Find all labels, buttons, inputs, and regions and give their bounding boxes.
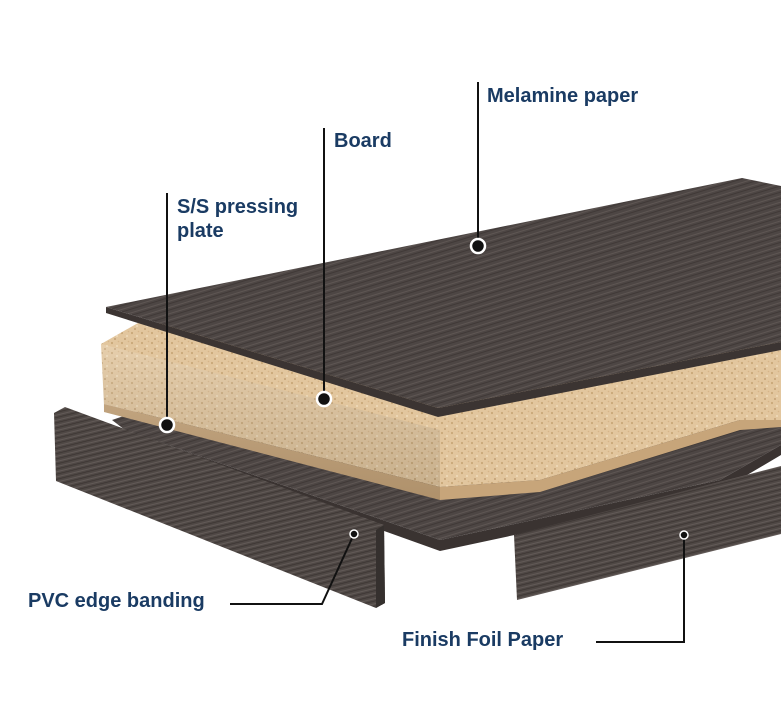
marker-foil bbox=[679, 530, 689, 540]
label-finish-foil-paper: Finish Foil Paper bbox=[402, 629, 564, 651]
marker-board bbox=[315, 390, 333, 408]
melamine-paper-layer bbox=[106, 178, 781, 417]
finish-foil-strip bbox=[514, 466, 781, 600]
marker-pressing bbox=[158, 416, 176, 434]
label-board: Board bbox=[334, 130, 392, 152]
pvc-edge-banding-strip bbox=[54, 407, 385, 608]
label-pressing-plate-line2: plate bbox=[177, 220, 224, 242]
label-pvc-edge-banding: PVC edge banding bbox=[28, 590, 205, 612]
label-pressing-plate-line1: S/S pressing bbox=[177, 196, 299, 218]
leader-foil bbox=[596, 535, 685, 643]
leader-lines bbox=[166, 82, 685, 643]
marker-dots bbox=[158, 237, 689, 540]
label-melamine-paper: Melamine paper bbox=[487, 85, 639, 107]
leader-pvc bbox=[230, 533, 355, 605]
marker-melamine bbox=[469, 237, 487, 255]
marker-pvc bbox=[349, 529, 359, 539]
